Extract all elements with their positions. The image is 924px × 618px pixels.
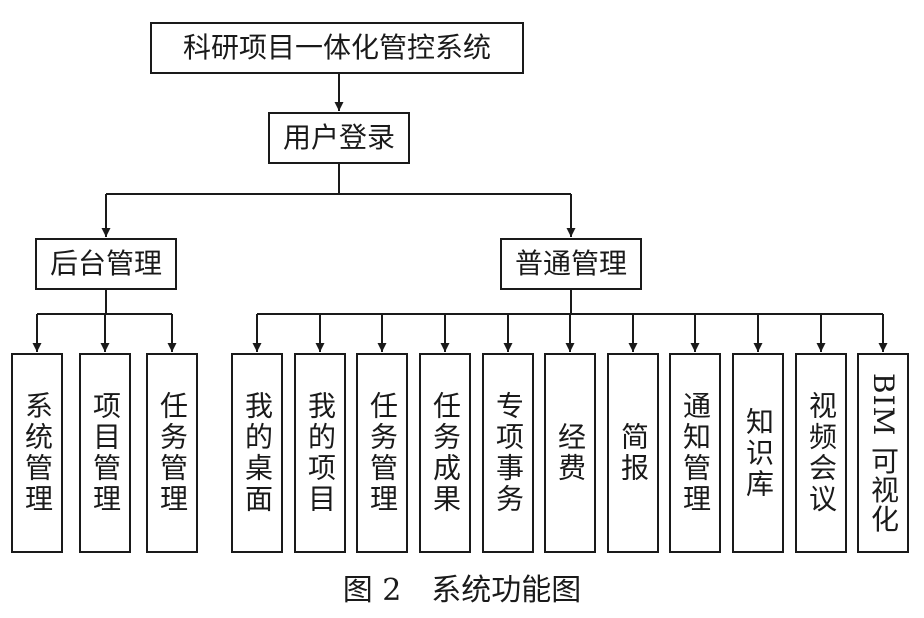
leaf-task-management-backend: 任务管理: [146, 353, 198, 553]
leaf-task-results: 任务成果: [419, 353, 471, 553]
leaf-label: 任务成果: [429, 391, 462, 515]
root-node-label: 科研项目一体化管控系统: [182, 31, 491, 64]
leaf-bim-visualization: BIM 可视化: [857, 353, 909, 553]
leaf-my-desktop: 我的桌面: [231, 353, 283, 553]
leaf-task-management: 任务管理: [356, 353, 408, 553]
general-management-label: 普通管理: [514, 247, 627, 280]
general-management-node: 普通管理: [500, 238, 642, 290]
leaf-label: 经费: [554, 422, 587, 484]
leaf-label: BIM 可视化: [867, 372, 900, 534]
figure-caption: 图 2 系统功能图: [342, 573, 582, 608]
leaf-system-management: 系统管理: [11, 353, 63, 553]
login-node: 用户登录: [268, 112, 410, 164]
leaf-my-projects: 我的项目: [294, 353, 346, 553]
leaf-briefing: 简报: [607, 353, 659, 553]
leaf-label: 项目管理: [89, 391, 122, 515]
leaf-label: 任务管理: [366, 391, 399, 515]
leaf-label: 系统管理: [21, 391, 54, 515]
leaf-notice-management: 通知管理: [669, 353, 721, 553]
leaf-label: 专项事务: [492, 391, 525, 515]
leaf-label: 简报: [617, 422, 650, 484]
backend-management-node: 后台管理: [35, 238, 177, 290]
leaf-label: 通知管理: [679, 391, 712, 515]
leaf-video-conference: 视频会议: [795, 353, 847, 553]
leaf-label: 知识库: [742, 406, 775, 500]
root-node: 科研项目一体化管控系统: [150, 22, 524, 74]
login-node-label: 用户登录: [282, 121, 395, 154]
leaf-funding: 经费: [544, 353, 596, 553]
leaf-special-affairs: 专项事务: [482, 353, 534, 553]
leaf-project-management: 项目管理: [79, 353, 131, 553]
leaf-label: 我的桌面: [241, 391, 274, 515]
backend-management-label: 后台管理: [49, 247, 162, 280]
leaf-knowledge-base: 知识库: [732, 353, 784, 553]
leaf-label: 视频会议: [805, 391, 838, 515]
leaf-label: 任务管理: [156, 391, 189, 515]
leaf-label: 我的项目: [304, 391, 337, 515]
